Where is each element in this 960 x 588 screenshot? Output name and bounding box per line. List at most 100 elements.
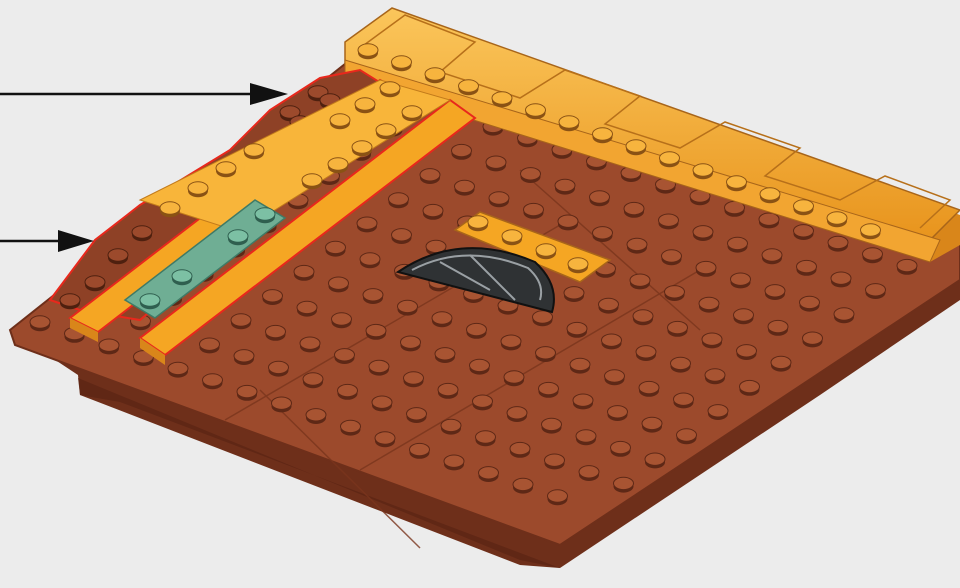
stud-top [470, 359, 490, 371]
stud-top [599, 298, 619, 310]
stud-top [727, 176, 747, 188]
stud-top [263, 290, 283, 302]
stud-top [355, 98, 375, 110]
stud-top [660, 152, 680, 164]
stud-top [693, 164, 713, 176]
stud-top [861, 224, 881, 236]
stud-top [306, 409, 326, 421]
stud-top [376, 124, 396, 136]
stud-top [228, 230, 248, 242]
stud-top [665, 286, 685, 298]
stud-top [459, 80, 479, 92]
stud-top [432, 312, 452, 324]
stud-top [168, 362, 188, 374]
stud-top [555, 179, 575, 191]
stud-top [524, 203, 544, 215]
stud-top [476, 431, 496, 443]
stud-top [231, 314, 251, 326]
stud-top [328, 158, 348, 170]
stud-top [392, 56, 412, 68]
stud-top [668, 321, 688, 333]
stud-top [401, 336, 421, 348]
stud-top [392, 229, 412, 241]
stud-top [593, 227, 613, 239]
stud-top [360, 253, 380, 265]
stud-top [108, 249, 128, 261]
stud-top [627, 238, 647, 250]
stud-top [526, 104, 546, 116]
stud-top [30, 316, 50, 328]
stud-top [410, 443, 430, 455]
stud-top [203, 374, 223, 386]
stud-top [602, 334, 622, 346]
stud-top [352, 141, 372, 153]
stud-top [216, 162, 236, 174]
stud-top [624, 202, 644, 214]
stud-top [558, 215, 578, 227]
stud-top [542, 418, 562, 430]
stud-top [797, 260, 817, 272]
stud-top [827, 212, 847, 224]
stud-top [330, 114, 350, 126]
stud-top [573, 394, 593, 406]
stud-top [389, 193, 409, 205]
stud-top [335, 349, 355, 361]
stud-top [468, 216, 488, 228]
stud-top [504, 371, 524, 383]
stud-top [734, 309, 754, 321]
stud-top [473, 395, 493, 407]
stud-top [272, 397, 292, 409]
stud-top [702, 333, 722, 345]
stud-top [501, 335, 521, 347]
stud-top [760, 188, 780, 200]
stud-top [513, 478, 533, 490]
stud-top [172, 270, 192, 282]
stud-top [160, 202, 180, 214]
stud-top [759, 213, 779, 225]
stud-top [420, 169, 440, 181]
stud-top [357, 217, 377, 229]
stud-top [630, 274, 650, 286]
stud-top [765, 285, 785, 297]
stud-top [567, 322, 587, 334]
stud-top [662, 250, 682, 262]
stud-top [863, 248, 883, 260]
stud-top [492, 92, 512, 104]
stud-top [740, 380, 760, 392]
stud-top [831, 272, 851, 284]
stud-top [533, 311, 553, 323]
stud-top [731, 273, 751, 285]
stud-top [677, 429, 697, 441]
stud-top [502, 230, 522, 242]
stud-top [303, 373, 323, 385]
stud-top [99, 339, 119, 351]
stud-top [639, 381, 659, 393]
stud-top [407, 408, 427, 420]
stud-top [375, 432, 395, 444]
stud-top [737, 345, 757, 357]
stud-top [140, 294, 160, 306]
stud-top [636, 346, 656, 358]
stud-top [294, 265, 314, 277]
stud-top [338, 384, 358, 396]
stud-top [897, 259, 917, 271]
stud-top [329, 277, 349, 289]
stud-top [605, 370, 625, 382]
stud-top [341, 420, 361, 432]
stud-top [455, 180, 475, 192]
stud-top [696, 261, 716, 273]
stud-top [435, 348, 455, 360]
stud-top [438, 383, 458, 395]
stud-top [771, 356, 791, 368]
stud-top [705, 369, 725, 381]
stud-top [332, 313, 352, 325]
stud-top [803, 332, 823, 344]
stud-top [402, 106, 422, 118]
stud-top [642, 417, 662, 429]
stud-top [536, 347, 556, 359]
stud-top [188, 182, 208, 194]
stud-top [444, 455, 464, 467]
stud-top [425, 68, 445, 80]
stud-top [548, 490, 568, 502]
